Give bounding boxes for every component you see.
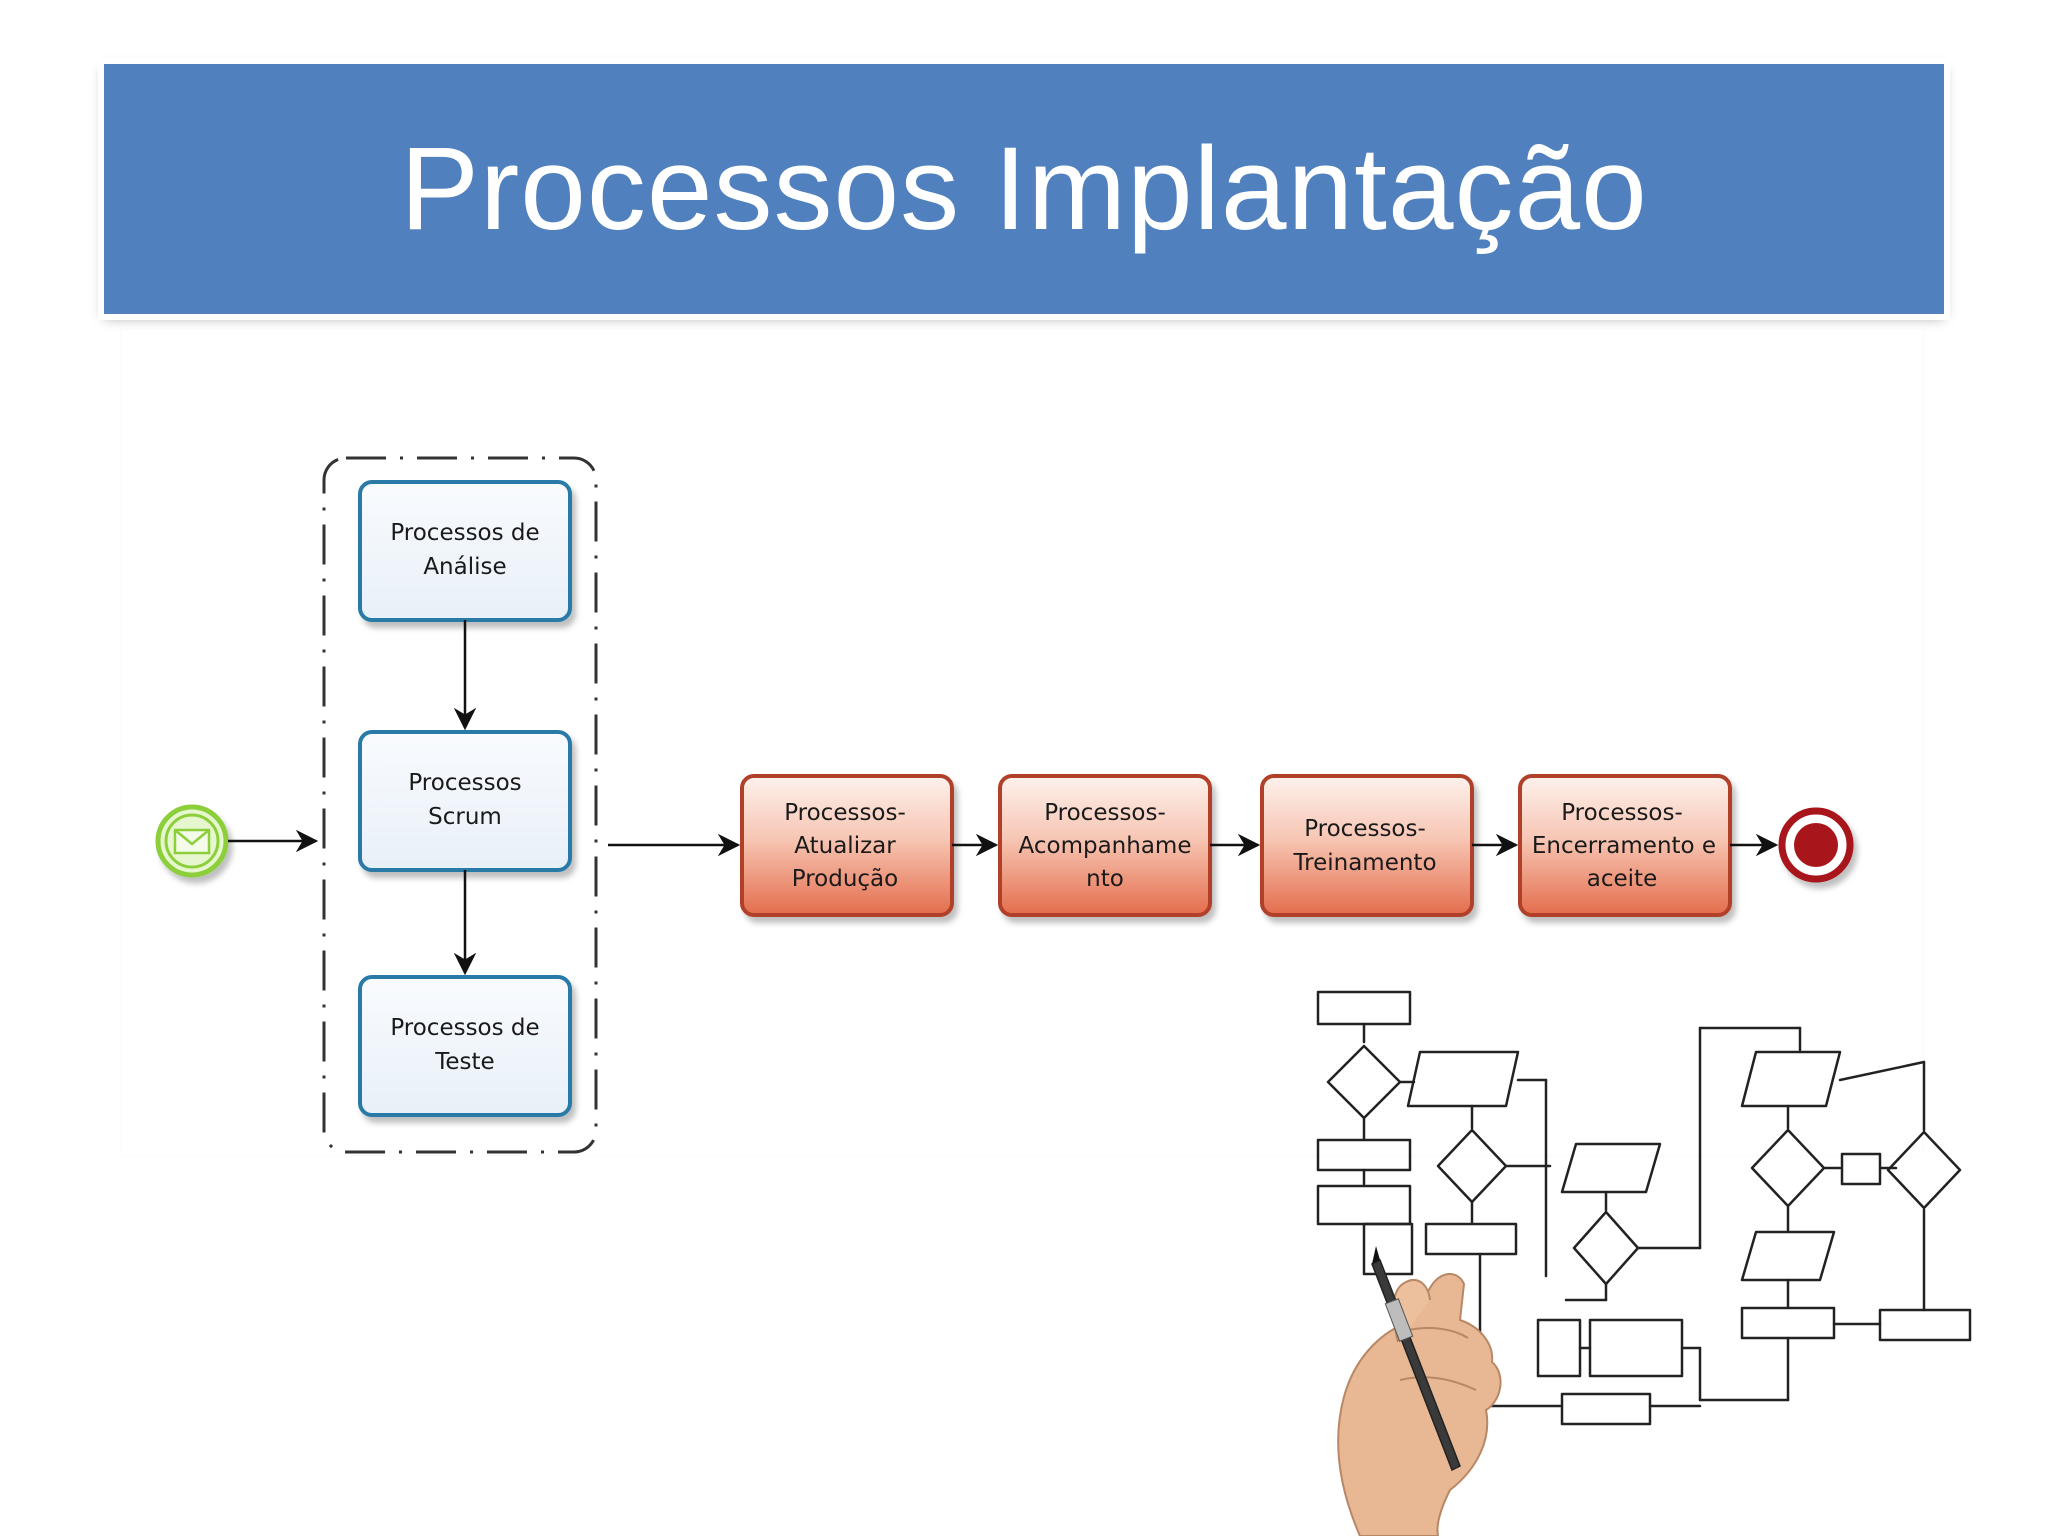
task-label: Atualizar bbox=[794, 833, 896, 859]
task-processos-scrum[interactable] bbox=[358, 730, 572, 872]
task-label: Processos- bbox=[784, 800, 906, 826]
task-label: Processos- bbox=[1561, 800, 1683, 826]
task-treinamento[interactable] bbox=[1260, 774, 1474, 917]
task-label: Processos bbox=[408, 770, 521, 796]
task-label: Scrum bbox=[428, 804, 502, 830]
title-bar: Processos Implantação bbox=[104, 64, 1944, 314]
task-label: Processos- bbox=[1044, 800, 1166, 826]
task-label: Acompanhame bbox=[1019, 833, 1192, 859]
end-event-terminate-icon[interactable] bbox=[1778, 807, 1854, 883]
task-processos-teste[interactable] bbox=[358, 975, 572, 1117]
task-label: Encerramento e bbox=[1532, 833, 1716, 859]
task-label: Processos de bbox=[390, 520, 539, 546]
task-label: Processos de bbox=[390, 1015, 539, 1041]
task-label: nto bbox=[1086, 866, 1124, 892]
task-label: aceite bbox=[1587, 866, 1657, 892]
hand-drawing-flowchart-icon bbox=[1316, 990, 1972, 1536]
task-label: Processos- bbox=[1304, 816, 1426, 842]
task-label: Teste bbox=[434, 1049, 494, 1075]
task-label: Análise bbox=[423, 554, 506, 580]
task-label: Produção bbox=[792, 866, 898, 892]
task-group bbox=[322, 456, 598, 1154]
task-label: Treinamento bbox=[1292, 850, 1436, 876]
task-processos-analise[interactable] bbox=[358, 480, 572, 622]
slide-title: Processos Implantação bbox=[400, 123, 1648, 255]
start-event-envelope-icon[interactable] bbox=[155, 804, 229, 878]
